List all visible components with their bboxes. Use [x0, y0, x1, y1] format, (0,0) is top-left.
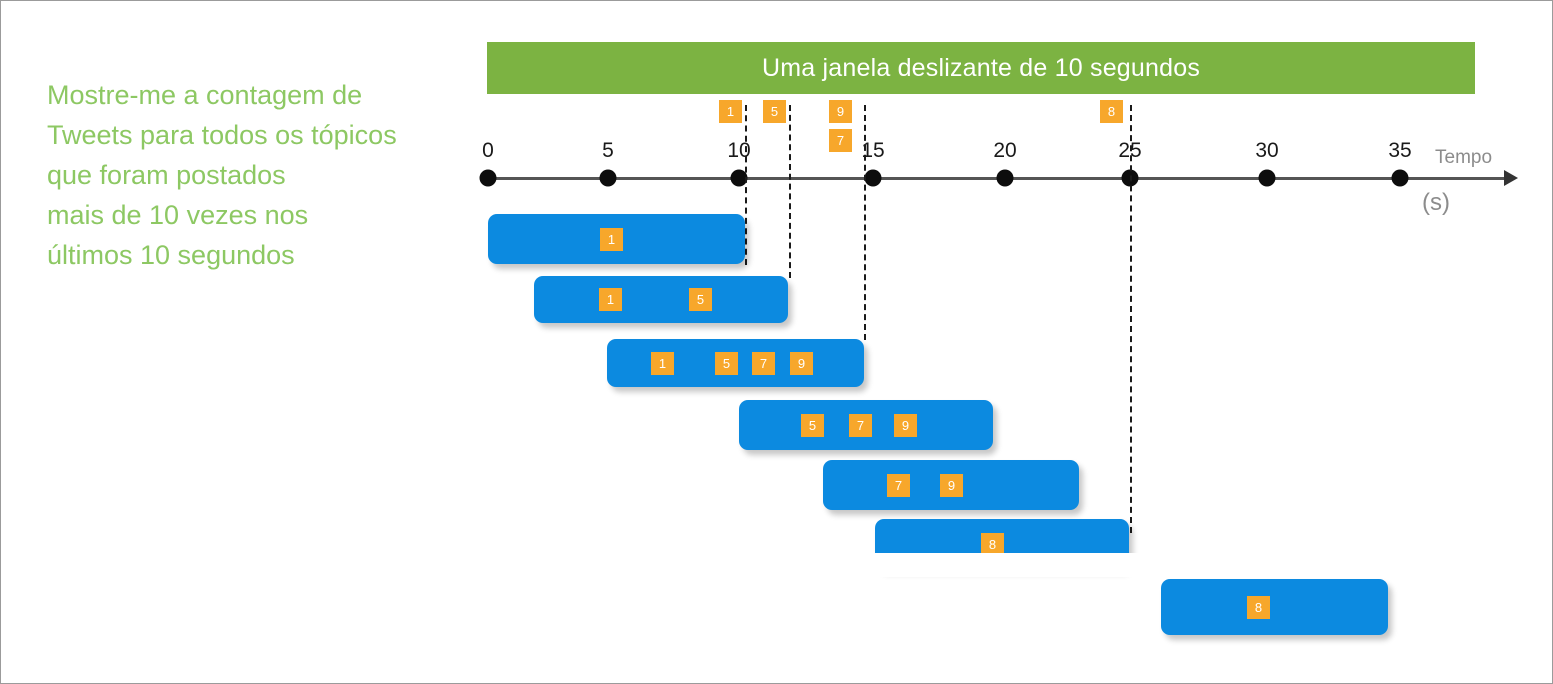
- window-chip-9-2-3: 9: [790, 352, 813, 375]
- axis-tick-dot-5: [599, 169, 617, 187]
- axis-tick-label-35: 35: [1388, 139, 1412, 162]
- sliding-window-banner: Uma janela deslizante de 10 segundos: [487, 42, 1475, 94]
- window-chip-8-6-0: 8: [1247, 596, 1270, 619]
- time-axis-arrow-icon: [1504, 170, 1518, 186]
- axis-tick-dot-20: [996, 169, 1014, 187]
- window-chip-7-3-1: 7: [849, 414, 872, 437]
- axis-tick-dot-35: [1391, 169, 1409, 187]
- event-chip-5-1: 5: [763, 100, 786, 123]
- dashed-connector-2: [864, 105, 866, 340]
- window-chip-1-2-0: 1: [651, 352, 674, 375]
- window-chip-5-3-0: 5: [801, 414, 824, 437]
- axis-tick-label-10: 10: [727, 139, 751, 162]
- window-bar-window-30-40: 8: [1161, 579, 1388, 635]
- question-line-3: mais de 10 vezes nos: [47, 200, 309, 230]
- dashed-connector-0: [745, 105, 747, 265]
- event-chip-9-2: 9: [829, 100, 852, 123]
- sliding-window-label: Uma janela deslizante de 10 segundos: [761, 53, 1201, 82]
- window-chip-9-3-2: 9: [894, 414, 917, 437]
- window-chip-5-2-1: 5: [715, 352, 738, 375]
- axis-tick-dot-10: [730, 169, 748, 187]
- event-chip-8-4: 8: [1100, 100, 1123, 123]
- window-chip-9-4-1: 9: [940, 474, 963, 497]
- axis-tick-label-25: 25: [1118, 139, 1142, 162]
- time-axis-line: [488, 177, 1510, 180]
- window-chip-5-1-1: 5: [689, 288, 712, 311]
- axis-tick-dot-15: [864, 169, 882, 187]
- clip-mask: [488, 553, 1148, 577]
- window-chip-7-2-2: 7: [752, 352, 775, 375]
- question-line-1: Tweets para todos os tópicos: [47, 120, 397, 150]
- window-chip-1-0-0: 1: [600, 228, 623, 251]
- window-chip-8-5-0: 8: [981, 533, 1004, 556]
- dashed-connector-3: [1130, 105, 1132, 533]
- axis-name-label: Tempo: [1435, 147, 1493, 168]
- axis-unit-label: (s): [1422, 189, 1450, 216]
- window-bar-window-0-10: 1: [488, 214, 745, 264]
- question-line-0: Mostre-me a contagem de: [47, 80, 363, 110]
- window-chip-7-4-0: 7: [887, 474, 910, 497]
- question-line-2: que foram postados: [47, 160, 286, 190]
- question-text: Mostre-me a contagem de Tweets para todo…: [47, 75, 467, 275]
- axis-tick-label-5: 5: [602, 139, 614, 162]
- event-chip-1-0: 1: [719, 100, 742, 123]
- axis-tick-label-20: 20: [993, 139, 1017, 162]
- axis-tick-label-15: 15: [861, 139, 885, 162]
- window-chip-1-1-0: 1: [599, 288, 622, 311]
- question-line-4: últimos 10 segundos: [47, 240, 295, 270]
- axis-tick-label-30: 30: [1255, 139, 1279, 162]
- axis-tick-dot-0: [479, 169, 497, 187]
- event-chip-7-3: 7: [829, 129, 852, 152]
- axis-tick-dot-30: [1258, 169, 1276, 187]
- axis-tick-dot-25: [1121, 169, 1139, 187]
- axis-tick-label-0: 0: [482, 139, 494, 162]
- dashed-connector-1: [789, 105, 791, 278]
